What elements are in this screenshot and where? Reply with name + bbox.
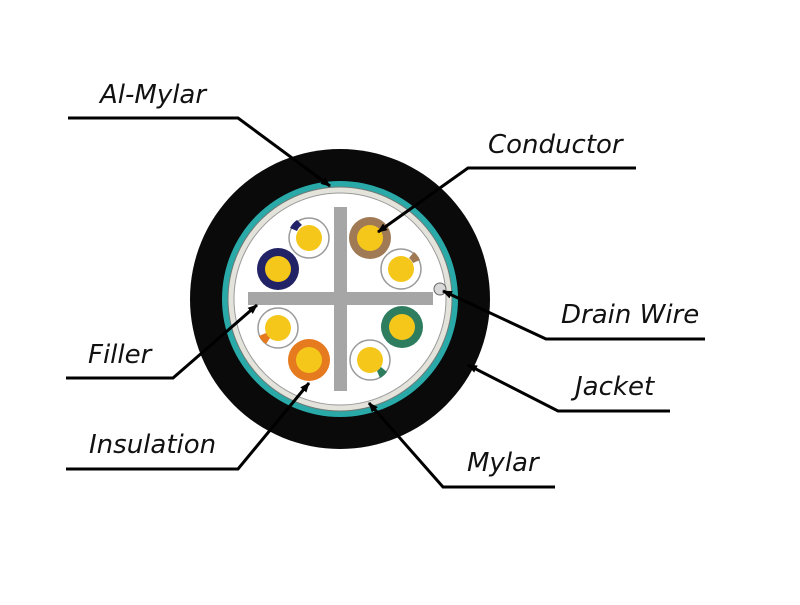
mylar-leader xyxy=(367,402,555,489)
filler-horizontal xyxy=(248,292,433,305)
pair-bottom-left xyxy=(257,307,330,381)
insulation-leader xyxy=(66,382,311,471)
conductor-core xyxy=(357,225,383,251)
label-al-mylar: Al-Mylar xyxy=(100,80,207,110)
filler-leader xyxy=(66,303,258,380)
label-insulation: Insulation xyxy=(89,430,217,460)
conductor-leader xyxy=(377,166,636,234)
label-jacket: Jacket xyxy=(575,372,655,402)
leader-lines xyxy=(66,116,705,489)
conductor-core xyxy=(296,225,322,251)
conductor-core xyxy=(296,347,322,373)
conductor-core xyxy=(389,314,415,340)
conductor-core xyxy=(357,347,383,373)
label-drain-wire: Drain Wire xyxy=(561,300,700,330)
conductor-core xyxy=(265,315,291,341)
jacket-leader xyxy=(467,363,670,413)
label-conductor: Conductor xyxy=(488,130,623,160)
drain-wire-leader xyxy=(442,289,705,341)
label-filler: Filler xyxy=(88,340,152,370)
al-mylar-leader xyxy=(68,116,331,188)
pair-bottom-right xyxy=(349,306,423,381)
pair-top-left xyxy=(257,217,330,290)
insulation-stripe xyxy=(290,220,302,231)
insulation-stripe xyxy=(377,367,387,378)
label-mylar: Mylar xyxy=(467,448,539,478)
cable-cross-section xyxy=(190,149,490,449)
conductor-core xyxy=(388,256,414,282)
insulation-stripe xyxy=(259,333,270,344)
conductor-core xyxy=(265,256,291,282)
insulation-stripe xyxy=(409,252,420,263)
pair-top-right xyxy=(349,217,422,290)
